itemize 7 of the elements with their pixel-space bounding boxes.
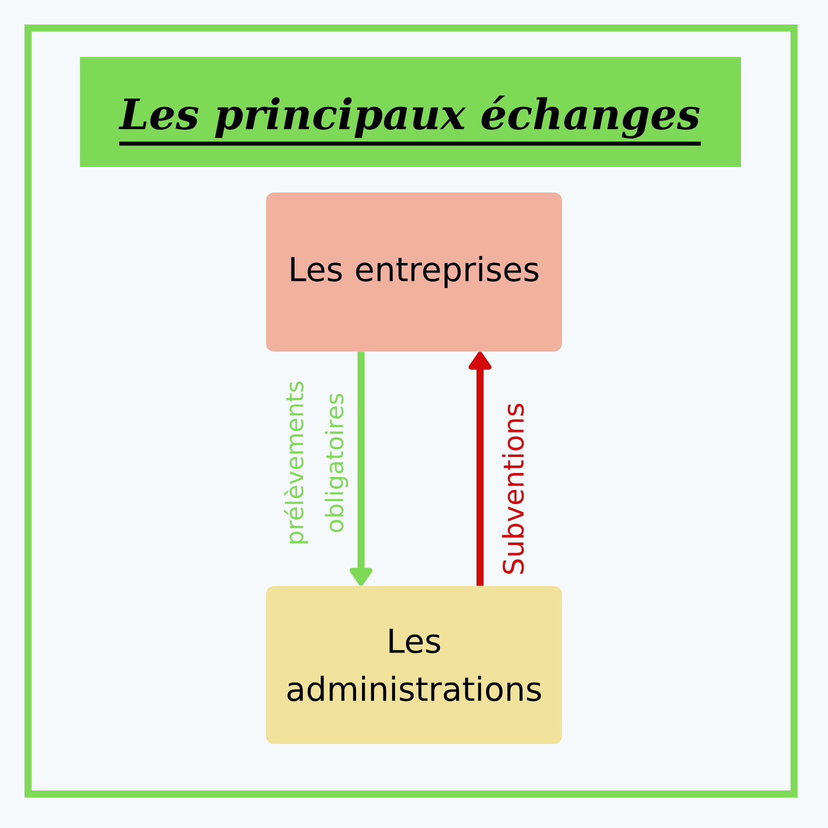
arrow bbox=[350, 352, 372, 586]
arrow bbox=[468, 352, 492, 586]
entity-box: Les administrations bbox=[266, 586, 562, 744]
title-banner: Les principaux échanges bbox=[80, 57, 741, 167]
edge-label: Subventions bbox=[502, 404, 524, 574]
entity-box: Les entreprises bbox=[266, 192, 562, 352]
edge-label: prélèvements obligatoires bbox=[284, 382, 348, 544]
